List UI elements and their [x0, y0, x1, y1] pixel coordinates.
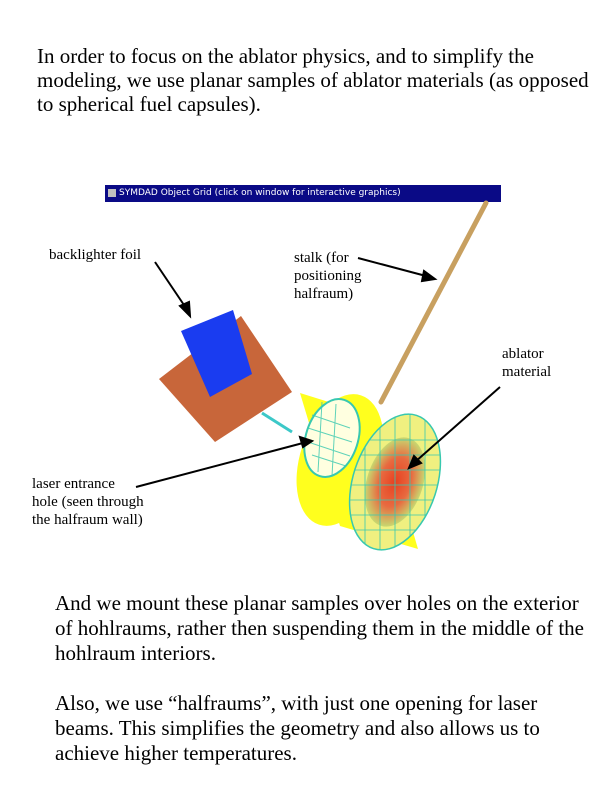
- arrow-laser-hole: [135, 442, 304, 488]
- arrow-backlighter: [154, 261, 187, 309]
- window-title: SYMDAD Object Grid (click on window for …: [119, 188, 401, 198]
- arrow-stalk: [357, 257, 427, 277]
- laser-hole-mesh: [307, 401, 353, 477]
- backlighter-foil: [181, 310, 252, 397]
- intro-text: In order to focus on the ablator physics…: [37, 44, 589, 116]
- arrow-ablator: [414, 386, 501, 463]
- window-menu-icon[interactable]: [108, 188, 116, 197]
- label-backlighter-foil: backlighter foil: [49, 247, 142, 263]
- label-ablator-material: ablator material: [502, 346, 552, 380]
- label-stalk: stalk (for positioning halfraum): [294, 250, 362, 302]
- stalk: [378, 200, 489, 405]
- paragraph-halfraums: Also, we use “halfraums”, with just one …: [55, 691, 540, 765]
- paragraph-mounting: And we mount these planar samples over h…: [55, 591, 584, 665]
- label-laser-entrance-hole: laser entrance hole (seen through the ha…: [32, 476, 144, 528]
- connector-line: [261, 411, 293, 434]
- window-title-bar[interactable]: SYMDAD Object Grid (click on window for …: [105, 185, 501, 202]
